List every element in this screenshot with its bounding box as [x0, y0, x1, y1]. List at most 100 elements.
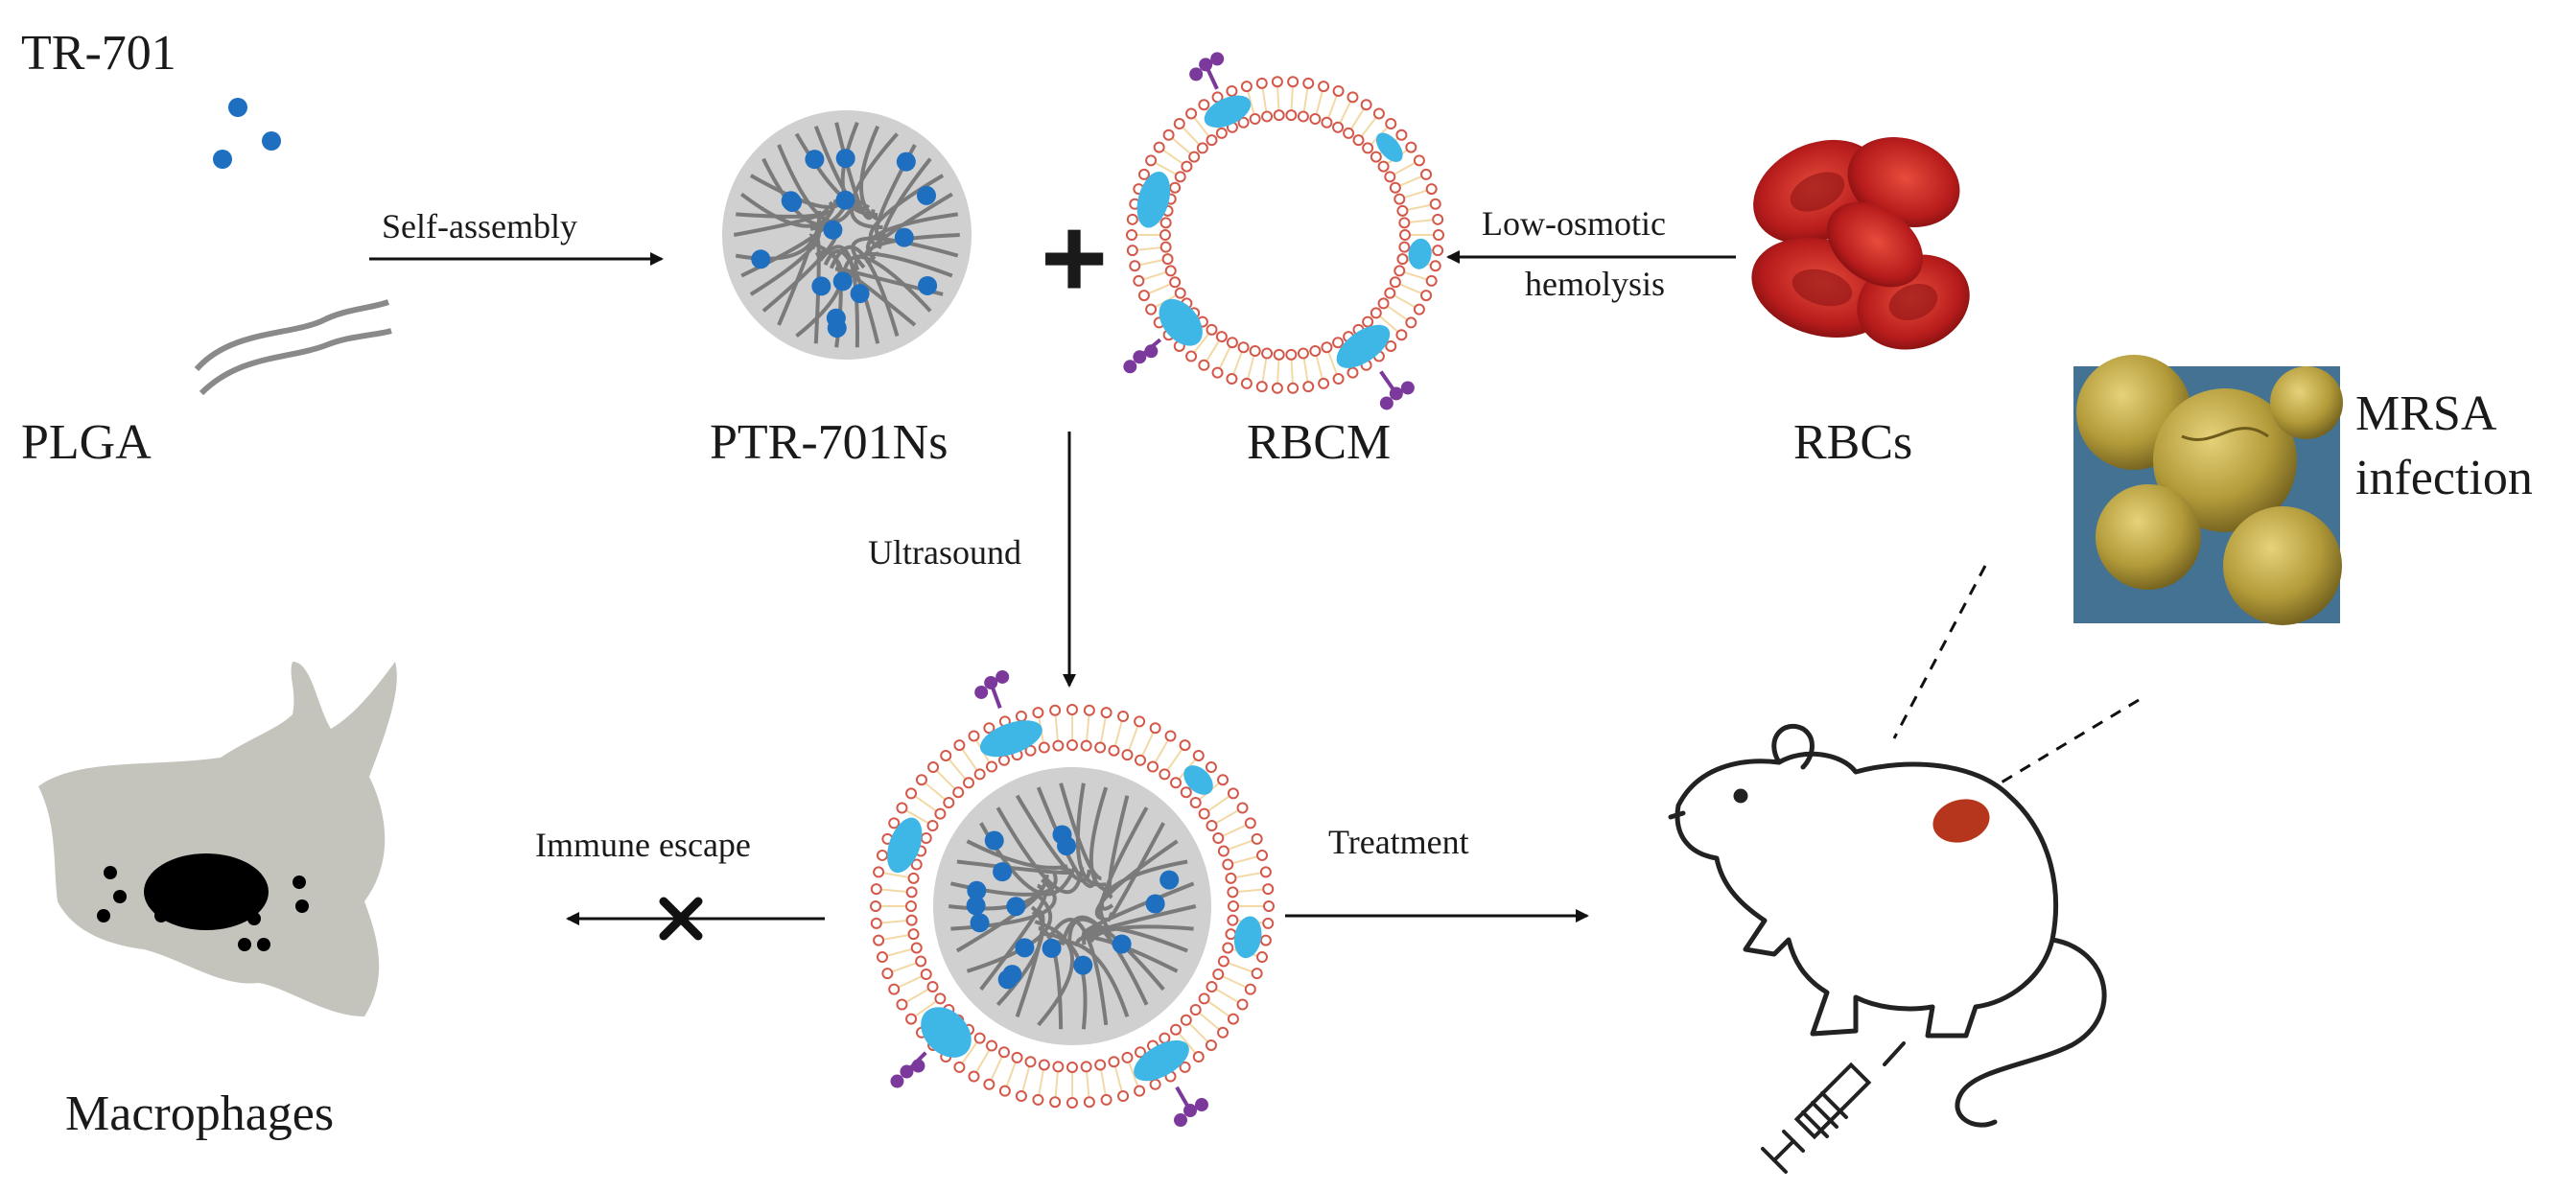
lipid-head-inner	[1169, 276, 1182, 289]
lipid-head-outer	[1302, 77, 1315, 89]
lipid-tail	[883, 934, 908, 941]
lipid-head-outer	[1287, 382, 1300, 394]
lipid-tail	[1404, 189, 1427, 198]
glycan-sugar	[995, 669, 1010, 684]
lipid-head-outer	[1205, 761, 1217, 774]
lipid-head-outer	[1198, 359, 1210, 371]
lipid-tail	[1193, 117, 1209, 137]
lipid-tail	[1302, 359, 1309, 382]
polymer-strand	[829, 245, 900, 337]
syringe-icon	[1761, 1041, 1906, 1174]
lipid-head-inner	[1066, 1062, 1078, 1073]
drug-dot	[997, 969, 1018, 990]
lipid-head-outer	[1405, 141, 1417, 153]
lipid-head-inner	[1228, 900, 1239, 912]
lipid-head-inner	[1206, 323, 1218, 336]
lipid-head-inner	[1261, 110, 1274, 123]
lipid-head-inner	[1038, 1059, 1050, 1071]
lipid-head-inner	[1226, 337, 1238, 349]
rbcm-vesicle-icon	[1123, 52, 1444, 410]
lipid-tail	[915, 1000, 937, 1016]
lipid-tail	[1261, 88, 1268, 111]
lipid-tail	[1216, 989, 1238, 1003]
lipid-head-inner	[1188, 151, 1201, 163]
lipid-head-inner	[1080, 739, 1092, 752]
lipid-head-inner	[1108, 744, 1120, 757]
drug-dot	[751, 249, 771, 269]
lipid-tail	[1100, 717, 1107, 742]
lipid-tail	[1038, 1070, 1044, 1095]
lipid-head-outer	[1244, 817, 1256, 829]
lipid-head-outer	[1066, 704, 1078, 715]
ptr701ns-label: PTR-701Ns	[710, 415, 948, 470]
lipid-head-inner	[1161, 253, 1174, 266]
lipid-head-inner	[1393, 265, 1406, 277]
lipid-head-inner	[1206, 820, 1218, 831]
lipid-head-inner	[1389, 181, 1401, 194]
lipid-head-inner	[1215, 127, 1228, 139]
membrane-protein	[1375, 132, 1403, 162]
lipid-head-outer	[1198, 99, 1210, 111]
lipid-head-inner	[1321, 116, 1333, 128]
lipid-head-inner	[1377, 160, 1390, 173]
lipid-head-inner	[1227, 886, 1239, 899]
lipid-head-outer	[1244, 983, 1256, 995]
lipid-head-outer	[1425, 183, 1438, 196]
membrane-protein	[1136, 171, 1171, 228]
lipid-head-outer	[1385, 118, 1397, 130]
plus-sign: +	[1041, 194, 1108, 322]
lipid-head-outer	[1271, 76, 1283, 88]
lipid-head-outer	[1425, 274, 1438, 287]
glycan-sugar	[1183, 1104, 1197, 1118]
drug-dot	[805, 150, 825, 170]
lipid-head-outer	[873, 866, 885, 878]
lipid-head-outer	[1192, 749, 1205, 761]
drug-dot	[827, 318, 847, 339]
lipid-head-outer	[1255, 77, 1268, 89]
lipid-head-outer	[1173, 118, 1185, 130]
lipid-head-outer	[1262, 883, 1275, 896]
lipid-head-outer	[1413, 303, 1425, 315]
lipid-head-outer	[1179, 1061, 1191, 1073]
self-assembly-label: Self-assembly	[382, 207, 577, 245]
lipid-tail	[883, 872, 908, 878]
lipid-head-inner	[1159, 241, 1172, 253]
lipid-head-inner	[1225, 872, 1237, 884]
polymer-strand	[866, 212, 959, 261]
lipid-head-inner	[1249, 112, 1261, 125]
lipid-head-outer	[1429, 260, 1441, 272]
lipid-head-inner	[1212, 832, 1225, 845]
lipid-head-inner	[1377, 297, 1390, 310]
lipid-head-outer	[1185, 107, 1198, 120]
lipid-tail	[1229, 839, 1253, 851]
lipid-tail	[1302, 88, 1309, 111]
macrophages-label: Macrophages	[65, 1086, 334, 1141]
lipid-head-inner	[1011, 1051, 1023, 1063]
membrane-protein	[979, 720, 1042, 758]
lipid-head-outer	[1226, 84, 1238, 97]
lipid-head-inner	[926, 820, 939, 831]
lipid-head-outer	[1395, 128, 1408, 141]
polymer-strand	[1046, 918, 1109, 1026]
glycan-sugar	[900, 1064, 914, 1079]
lipid-head-outer	[1395, 329, 1408, 341]
lipid-head-inner	[1362, 142, 1374, 154]
lipid-head-inner	[1398, 241, 1411, 253]
lipid-head-inner	[1321, 341, 1333, 354]
drug-dot	[894, 227, 914, 247]
lipid-head-inner	[1217, 845, 1229, 857]
glycan-sugar	[1144, 344, 1159, 359]
lipid-head-outer	[1259, 866, 1272, 878]
lipid-head-inner	[1352, 134, 1365, 147]
lipid-head-inner	[998, 1046, 1011, 1059]
lipid-head-inner	[1297, 110, 1309, 123]
lipid-head-inner	[907, 928, 920, 941]
lipid-head-outer	[888, 817, 901, 829]
mouse-icon	[1668, 724, 2107, 1128]
polymer-strand	[966, 891, 1053, 973]
lipid-tail	[975, 1050, 990, 1072]
lipid-head-outer	[1240, 377, 1253, 389]
lipid-head-inner	[1389, 276, 1401, 289]
lipid-head-outer	[1240, 81, 1253, 93]
